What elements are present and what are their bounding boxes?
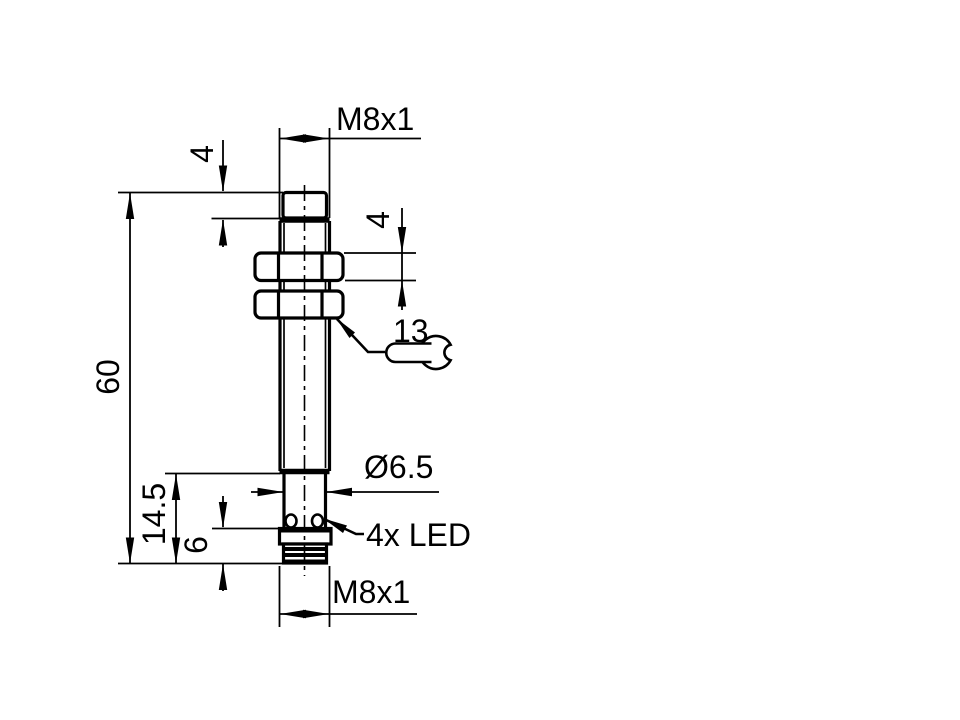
dimension-bottom-thread: M8x1: [278, 566, 417, 627]
dimension-nut-thickness: 4: [344, 208, 416, 310]
arrowhead: [280, 609, 306, 619]
label-nut-thickness: 4: [360, 211, 396, 229]
label-overall-length: 60: [90, 359, 126, 395]
label-top-thread: M8x1: [336, 101, 414, 137]
dimension-connector-length: 6: [178, 496, 280, 591]
wrench-handle: [384, 342, 432, 364]
arrowhead: [171, 474, 181, 500]
arrowhead: [218, 502, 228, 528]
nut-outline: [253, 289, 345, 320]
nut-outline: [253, 251, 345, 283]
callout-led: 4x LED: [323, 517, 471, 553]
arrowhead: [218, 564, 228, 590]
arrowhead: [125, 193, 135, 219]
dimension-rear-diameter: Ø6.5: [251, 449, 439, 497]
arrowhead: [326, 487, 352, 497]
dimension-top-thread: M8x1: [278, 101, 421, 218]
label-bottom-thread: M8x1: [332, 574, 410, 610]
arrowhead: [171, 537, 181, 564]
label-led-note: 4x LED: [366, 517, 471, 553]
sensor-body: [253, 185, 345, 576]
arrowhead: [257, 487, 284, 497]
arrowhead: [218, 165, 228, 192]
arrowhead: [303, 134, 329, 143]
arrowhead: [218, 219, 228, 246]
led-indicator: [310, 513, 325, 529]
mounting-nut-upper: [253, 251, 345, 283]
dimension-rear-section: 14.5: [136, 472, 280, 564]
label-connector-length: 6: [178, 536, 214, 554]
arrowhead: [323, 518, 347, 533]
callout-wrench-size: 13: [336, 313, 453, 371]
dimension-head-height: 4: [118, 140, 283, 247]
arrowhead: [280, 134, 306, 143]
label-head-height: 4: [184, 145, 220, 163]
dimension-overall-length: 60: [90, 193, 284, 565]
arrowhead: [336, 318, 355, 338]
mounting-nut-lower: [253, 289, 345, 320]
wrench-icon: [384, 334, 453, 371]
label-rear-section: 14.5: [136, 483, 172, 545]
led-indicator: [284, 513, 298, 529]
leader-line: [336, 318, 385, 354]
arrowhead: [397, 280, 407, 307]
arrowhead: [303, 609, 329, 619]
arrowhead: [125, 537, 135, 564]
label-rear-diameter: Ø6.5: [364, 449, 433, 485]
arrowhead: [397, 227, 407, 253]
